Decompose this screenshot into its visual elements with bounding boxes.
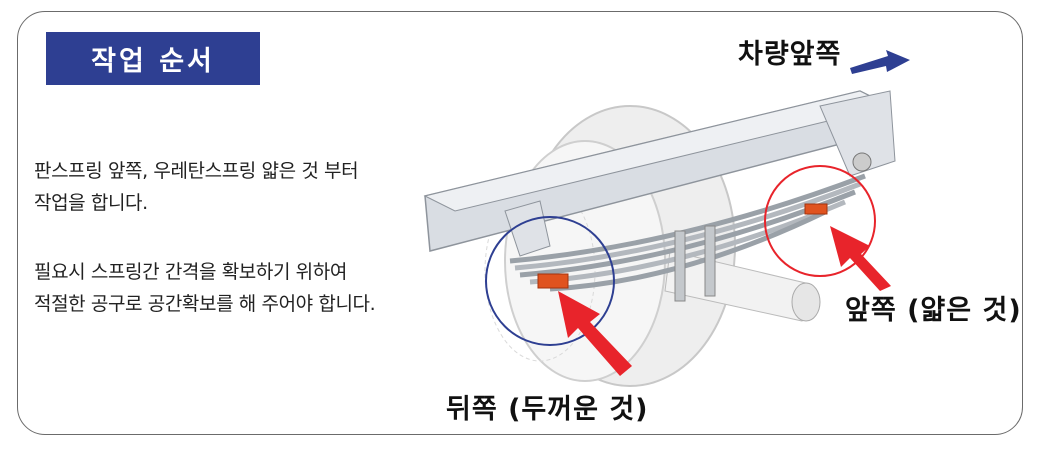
instruction-line: 판스프링 앞쪽, 우레탄스프링 얇은 것 부터 — [34, 160, 359, 182]
frame-rail — [423, 90, 896, 257]
front-urethane-pad — [804, 203, 828, 215]
vehicle-front-arrow-icon — [850, 50, 910, 74]
instruction-line: 작업을 합니다. — [34, 192, 148, 214]
instruction-paragraph-1: 판스프링 앞쪽, 우레탄스프링 얇은 것 부터 작업을 합니다. — [34, 155, 359, 219]
leaf-spring-illustration — [423, 50, 910, 387]
front-arrow-icon — [830, 226, 891, 291]
axle — [664, 250, 821, 322]
vehicle-front-label: 차량앞쪽 — [738, 39, 842, 70]
rear-thick-label: 뒤쪽 (두꺼운 것) — [446, 394, 649, 425]
instruction-paragraph-2: 필요시 스프링간 간격을 확보하기 위하여 적절한 공구로 공간확보를 해 주어… — [34, 256, 376, 320]
instruction-line: 적절한 공구로 공간확보를 해 주어야 합니다. — [34, 293, 376, 315]
rear-urethane-pad — [537, 273, 569, 289]
front-thin-label: 앞쪽 (얇은 것) — [845, 295, 1022, 326]
rear-arrow-icon — [558, 291, 632, 376]
section-title: 작업 순서 — [46, 32, 260, 85]
rear-highlight-circle — [485, 216, 615, 346]
front-highlight-circle — [764, 165, 876, 277]
instruction-line: 필요시 스프링간 간격을 확보하기 위하여 — [34, 261, 347, 283]
leaf-spring — [509, 152, 872, 302]
